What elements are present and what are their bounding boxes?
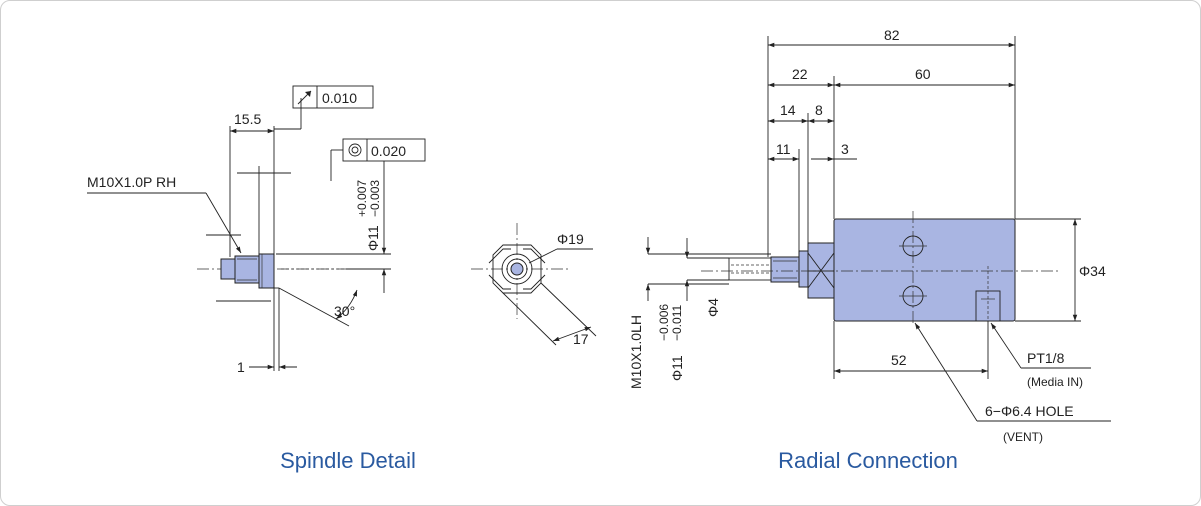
tol-upper: +0.007 — [355, 180, 369, 217]
spindle-detail: 15.5 0.010 0.020 M10X1.0P RH — [87, 85, 426, 375]
dim-left: 22 — [792, 66, 808, 82]
caption-radial: Radial Connection — [778, 448, 958, 473]
thread-label: M10X1.0P RH — [87, 174, 176, 190]
spindle-shoulder — [258, 253, 275, 289]
dim-8: 8 — [815, 102, 823, 118]
body-diameter: Φ34 — [1079, 263, 1106, 279]
end-view: Φ19 17 — [471, 223, 597, 347]
radial-connection: 82 22 60 14 8 11 3 Φ34 Φ4 — [628, 27, 1111, 444]
radial-thread: M10X1.0LH — [628, 315, 644, 389]
dim-body: 60 — [915, 66, 931, 82]
end-diameter-label: Φ19 — [557, 231, 584, 247]
diameter-label: Φ11 — [365, 225, 381, 251]
caption-spindle: Spindle Detail — [280, 448, 416, 473]
concentricity-value: 0.020 — [371, 143, 406, 159]
dim-3: 3 — [841, 141, 849, 157]
port-label: PT1/8 — [1027, 350, 1065, 366]
holes-note: (VENT) — [1003, 430, 1043, 444]
spindle-thread — [234, 255, 260, 284]
dim-52: 52 — [891, 352, 907, 368]
bore-inner — [510, 262, 524, 276]
main-body — [833, 218, 1016, 322]
shoulder-label: 1 — [237, 359, 245, 375]
radial-tol-upper: −0.006 — [657, 304, 671, 341]
spindle-tip — [220, 258, 236, 280]
concentricity-icon — [348, 143, 362, 157]
angle-label: 30° — [334, 303, 355, 319]
radial-tol-lower: −0.011 — [670, 305, 684, 341]
across-flats-label: 17 — [573, 331, 589, 347]
dim-11: 11 — [776, 141, 791, 157]
bore-outer — [501, 253, 533, 285]
dim-14: 14 — [780, 102, 796, 118]
runout-icon — [297, 90, 312, 105]
dim-overall: 82 — [884, 27, 900, 43]
tol-lower: −0.003 — [368, 180, 382, 217]
bore-diameter: Φ4 — [705, 298, 721, 317]
holes-label: 6−Φ6.4 HOLE — [985, 403, 1074, 419]
radial-dia-11: Φ11 — [669, 355, 685, 381]
runout-value: 0.010 — [322, 90, 357, 106]
port-note: (Media IN) — [1027, 375, 1083, 389]
dim-length: 15.5 — [234, 111, 261, 127]
